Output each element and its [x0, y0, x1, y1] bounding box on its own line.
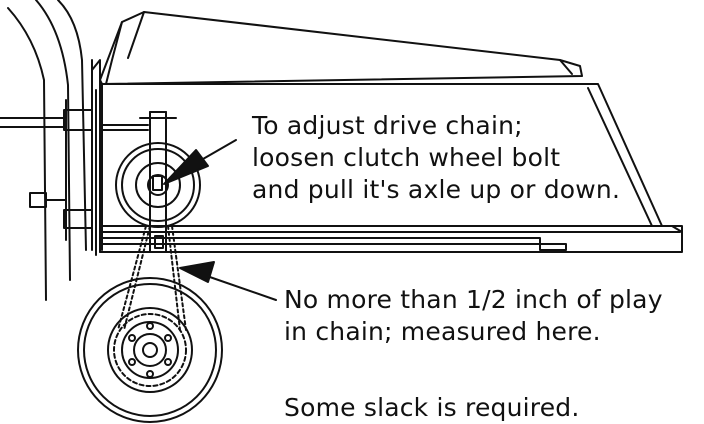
- arrow-play-head: [179, 261, 215, 283]
- note-adjust-chain: To adjust drive chain; loosen clutch whe…: [252, 110, 620, 206]
- note-adjust-line-2: loosen clutch wheel bolt: [252, 143, 561, 172]
- arrow-play-leader: [203, 274, 277, 301]
- drive-chain: [117, 225, 187, 331]
- note-chain-play: No more than 1/2 inch of play in chain; …: [284, 284, 663, 348]
- deck-body: [95, 11, 683, 256]
- leader-arrows: [163, 139, 277, 301]
- drive-wheel: [77, 277, 223, 423]
- note-adjust-line-1: To adjust drive chain;: [252, 111, 523, 140]
- note-adjust-line-3: and pull it's axle up or down.: [252, 175, 621, 204]
- note-slack-required: Some slack is required.: [284, 392, 580, 424]
- note-play-line-1: No more than 1/2 inch of play: [284, 285, 663, 314]
- note-play-line-2: in chain; measured here.: [284, 317, 601, 346]
- arrow-adjust-head: [163, 149, 209, 185]
- handle-frame: [0, 0, 149, 301]
- note-slack-line-1: Some slack is required.: [284, 393, 580, 422]
